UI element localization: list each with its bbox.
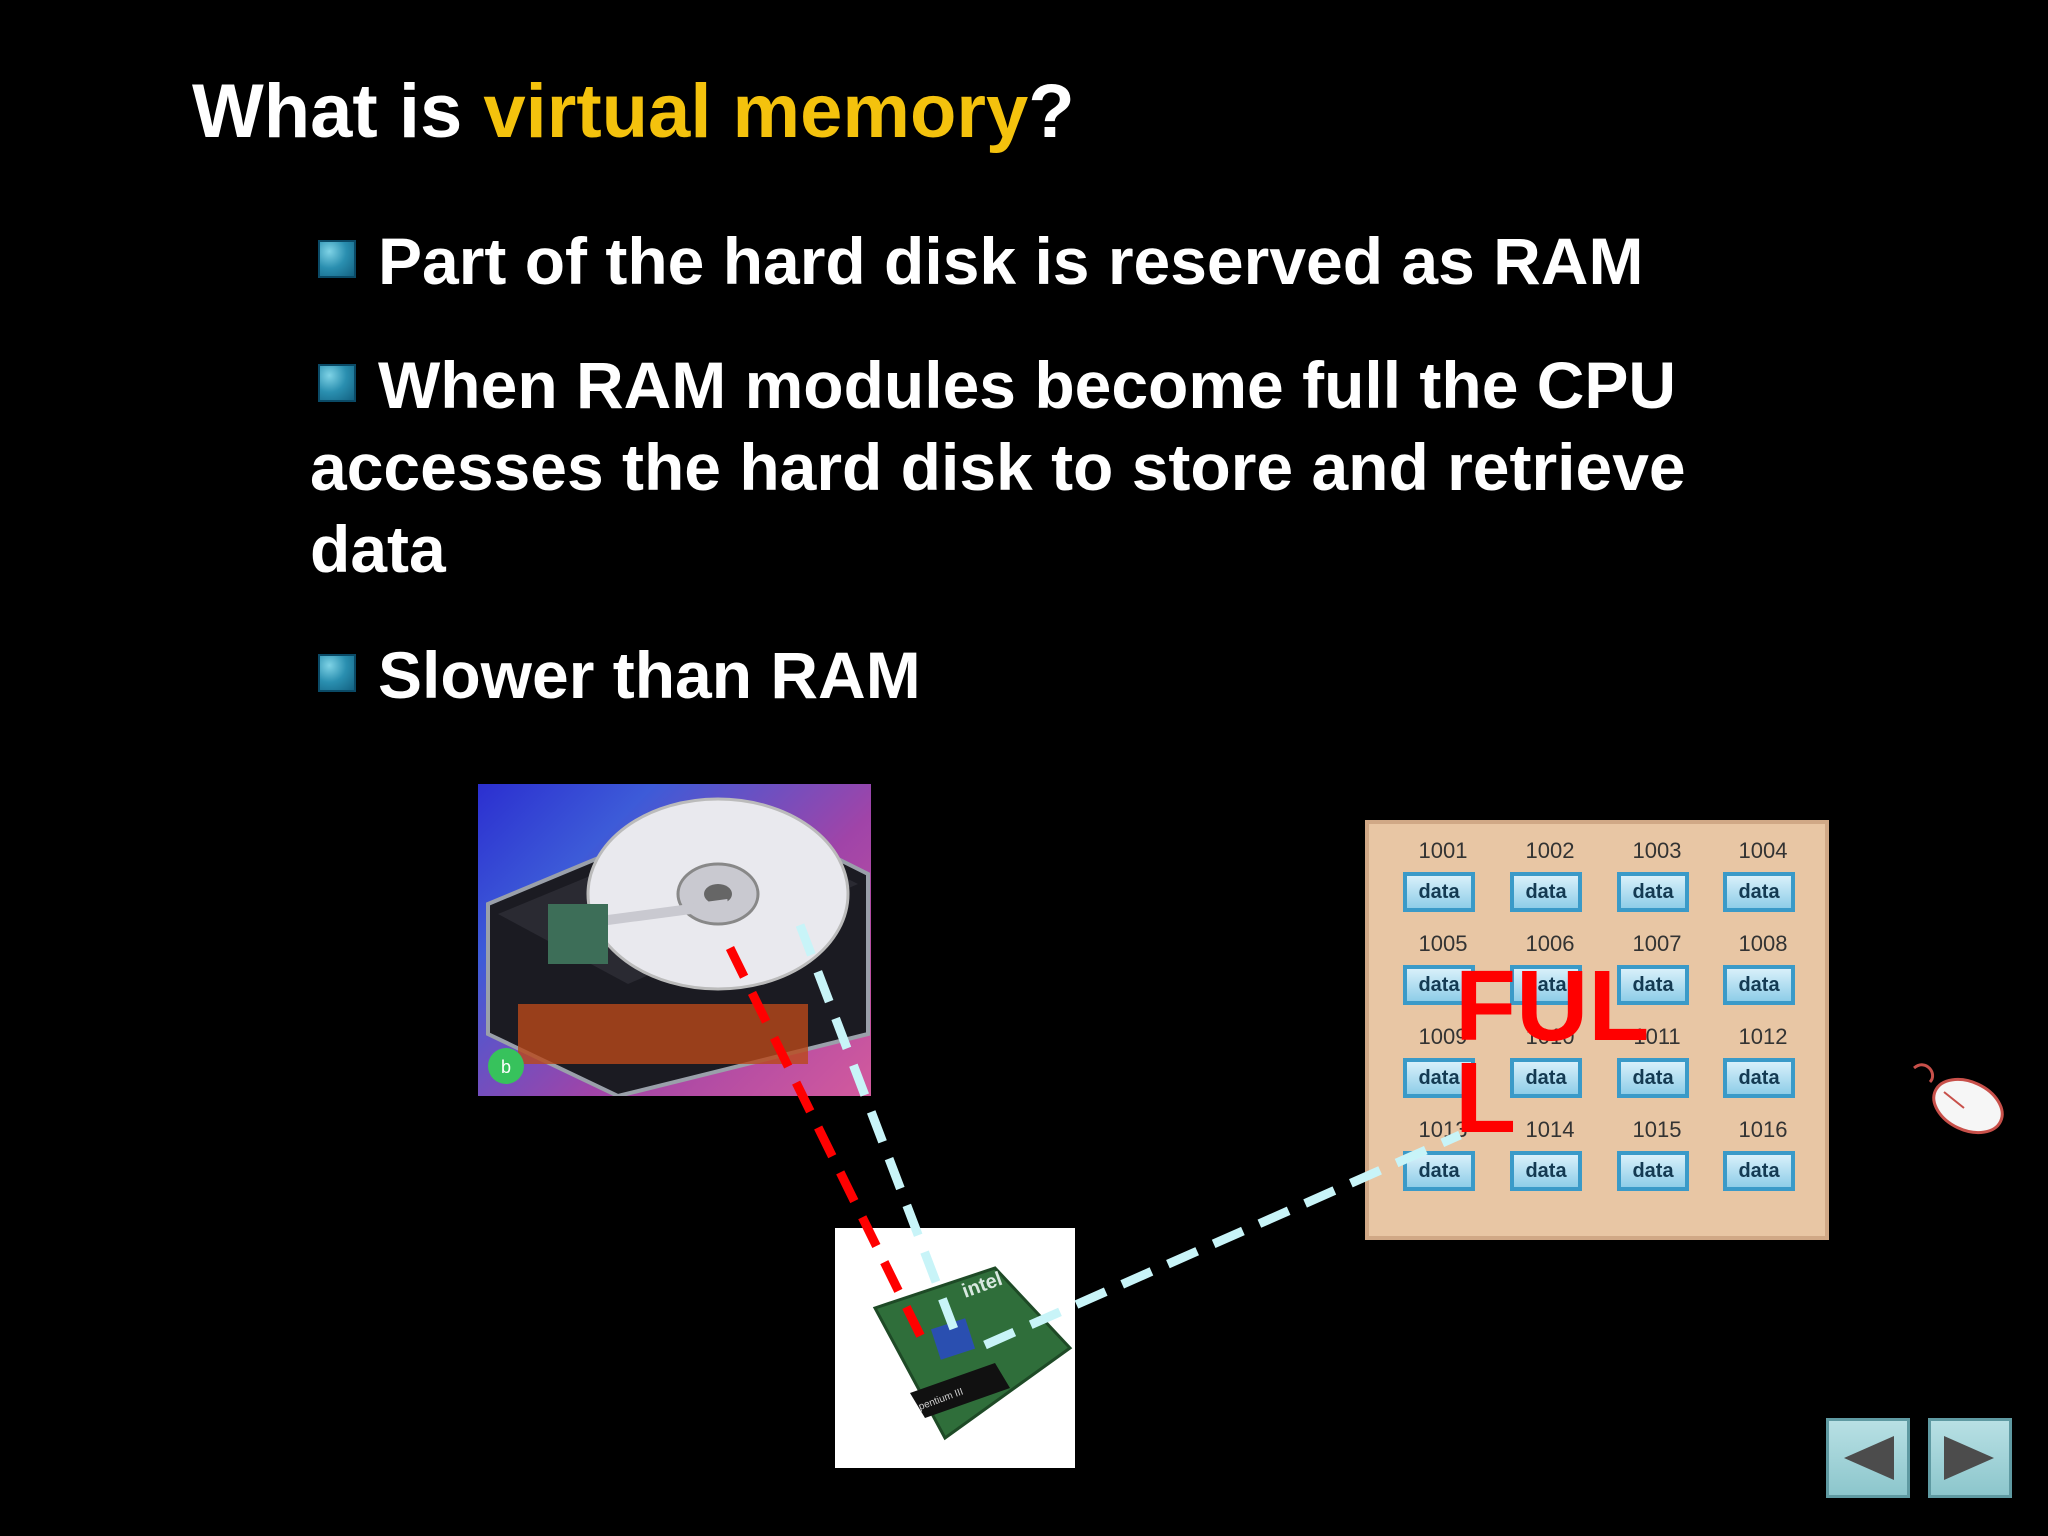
- ram-cell-address: 1006: [1525, 931, 1575, 956]
- ram-cell-address: 1007: [1632, 931, 1682, 956]
- ram-cell-address: 1015: [1632, 1117, 1682, 1142]
- ram-cell-data: data: [1723, 1151, 1795, 1191]
- square-bullet-icon: [318, 240, 356, 278]
- ram-cell: 1004 data: [1713, 838, 1813, 928]
- ram-cell-data: data: [1403, 965, 1475, 1005]
- title-highlight: virtual memory: [483, 69, 1029, 154]
- cpu-drawing: intel pentium III: [872, 1266, 1073, 1441]
- full-line-1: FUL: [1455, 950, 1650, 1062]
- bullet-item-3: Slower than RAM: [318, 634, 1518, 716]
- hard-disk-image: b: [478, 784, 871, 1096]
- slide-title: What is virtual memory?: [192, 68, 1075, 155]
- title-prefix: What is: [192, 69, 484, 154]
- ram-cell: 1011 data: [1607, 1024, 1707, 1114]
- ram-cell: 1002 data: [1500, 838, 1600, 928]
- svg-text:b: b: [501, 1057, 511, 1077]
- ram-cell: 1007 data: [1607, 931, 1707, 1021]
- ram-cell-data: data: [1723, 965, 1795, 1005]
- ram-cell-address: 1016: [1738, 1117, 1788, 1142]
- ram-cell: 1015 data: [1607, 1117, 1707, 1207]
- square-bullet-icon: [318, 364, 356, 402]
- ram-cell: 1008 data: [1713, 931, 1813, 1021]
- ram-cell-address: 1001: [1418, 838, 1468, 863]
- ram-cell: 1014 data: [1500, 1117, 1600, 1207]
- ram-cell-address: 1004: [1738, 838, 1788, 863]
- bullet-text-1: Part of the hard disk is reserved as RAM: [378, 224, 1644, 298]
- ram-cell-address: 1009: [1418, 1024, 1468, 1049]
- ram-cell-data: data: [1510, 872, 1582, 912]
- ram-cell-data: data: [1403, 872, 1475, 912]
- ram-cell-address: 1008: [1738, 931, 1788, 956]
- bullet-item-2: When RAM modules become full the CPU acc…: [310, 344, 1760, 590]
- title-suffix: ?: [1028, 69, 1075, 154]
- square-bullet-icon: [318, 654, 356, 692]
- cpu-image: intel pentium III: [835, 1228, 1075, 1468]
- ram-cell: 1010 data: [1500, 1024, 1600, 1114]
- bullet-text-2: When RAM modules become full the CPU acc…: [310, 348, 1686, 586]
- ram-cell-data: data: [1510, 1151, 1582, 1191]
- ram-cell-data: data: [1723, 1058, 1795, 1098]
- ram-cell-address: 1003: [1632, 838, 1682, 863]
- full-line-2: L: [1455, 1042, 1517, 1154]
- next-slide-button[interactable]: [1928, 1418, 2012, 1498]
- bullet-text-3: Slower than RAM: [378, 638, 921, 712]
- ram-cell-data: data: [1723, 872, 1795, 912]
- ram-cell-data: data: [1617, 872, 1689, 912]
- ram-cell-data: data: [1617, 965, 1689, 1005]
- ram-full-label: FUL L: [1455, 950, 1650, 1154]
- ram-cell: 1003 data: [1607, 838, 1707, 928]
- hard-disk-drawing: b: [486, 797, 870, 1096]
- triangle-left-icon: [1844, 1436, 1894, 1480]
- ram-cell-address: 1002: [1525, 838, 1575, 863]
- ram-cell-address: 1014: [1525, 1117, 1575, 1142]
- ram-cell: 1009 data: [1393, 1024, 1493, 1114]
- ram-cell: 1005 data: [1393, 931, 1493, 1021]
- ram-cell-data: data: [1403, 1151, 1475, 1191]
- ram-cell-data: data: [1403, 1058, 1475, 1098]
- ram-cell-address: 1010: [1525, 1024, 1575, 1049]
- previous-slide-button[interactable]: [1826, 1418, 1910, 1498]
- ram-cell: 1006 data: [1500, 931, 1600, 1021]
- ram-cell-data: data: [1617, 1151, 1689, 1191]
- ram-cell-data: data: [1617, 1058, 1689, 1098]
- ram-cell: 1016 data: [1713, 1117, 1813, 1207]
- ram-cell-data: data: [1510, 965, 1582, 1005]
- bullet-item-1: Part of the hard disk is reserved as RAM: [318, 220, 1818, 302]
- mouse-icon[interactable]: [1908, 1056, 2008, 1136]
- ram-cell-address: 1011: [1633, 1024, 1681, 1049]
- ram-cell: 1012 data: [1713, 1024, 1813, 1114]
- ram-cell-address: 1005: [1418, 931, 1468, 956]
- ram-cell-data: data: [1510, 1058, 1582, 1098]
- ram-cell-address: 1012: [1738, 1024, 1788, 1049]
- triangle-right-icon: [1944, 1436, 1994, 1480]
- ram-cell: 1001 data: [1393, 838, 1493, 928]
